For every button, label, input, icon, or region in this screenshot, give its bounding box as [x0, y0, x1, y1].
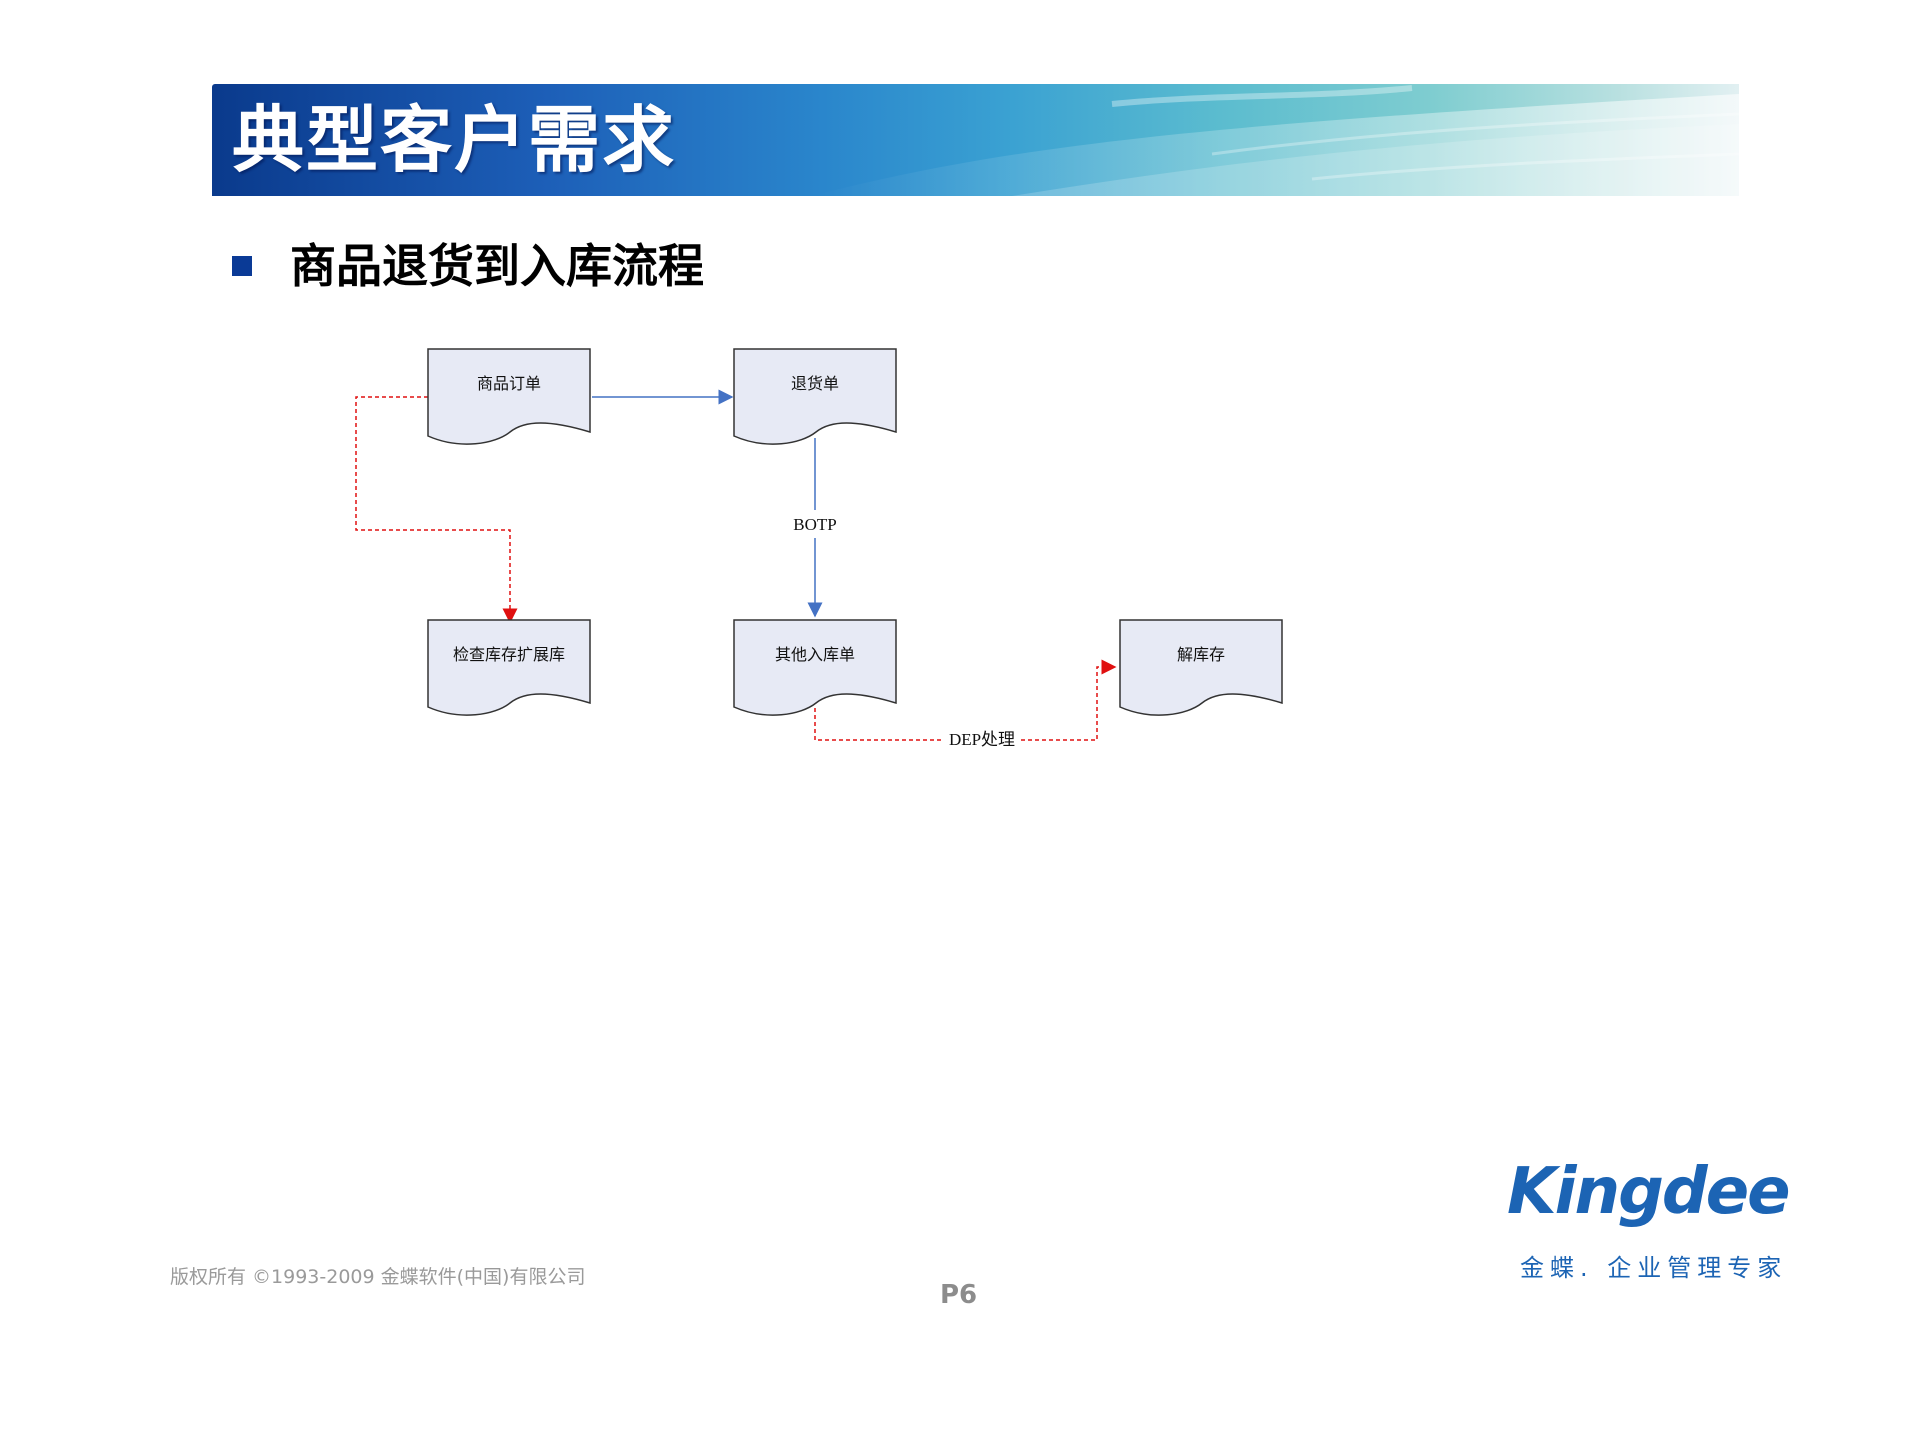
banner-wave-decoration [812, 85, 1739, 196]
edge-label-dep: DEP处理 [949, 730, 1015, 749]
copyright-text: 版权所有 ©1993-2009 金蝶软件(中国)有限公司 [170, 1266, 586, 1288]
edge-order-to-check [355, 396, 518, 624]
node-release: 解库存 [1119, 619, 1283, 716]
edge-other-in-to-release [814, 659, 1117, 741]
node-order: 商品订单 [427, 348, 591, 445]
kingdee-logo: Kingdee [1507, 1155, 1791, 1229]
node-label: 商品订单 [477, 374, 541, 393]
square-bullet-icon [232, 256, 252, 276]
logo-slogan: 金蝶. 企业管理专家 [1520, 1254, 1788, 1282]
edge-label-botp: BOTP [793, 515, 836, 534]
dep-label-bg [944, 729, 1020, 751]
page-number: P6 [940, 1280, 978, 1310]
node-label: 其他入库单 [775, 645, 855, 664]
title-banner [212, 84, 1739, 196]
node-label: 解库存 [1177, 645, 1225, 664]
slide-title: 典型客户需求 [232, 98, 677, 182]
node-other-in: 其他入库单 [733, 619, 897, 716]
node-check: 检查库存扩展库 [427, 619, 591, 716]
slide-subtitle: 商品退货到入库流程 [290, 239, 704, 293]
node-label: 检查库存扩展库 [453, 645, 565, 664]
botp-label-bg [780, 510, 850, 538]
node-return: 退货单 [733, 348, 897, 445]
node-label: 退货单 [791, 374, 839, 393]
